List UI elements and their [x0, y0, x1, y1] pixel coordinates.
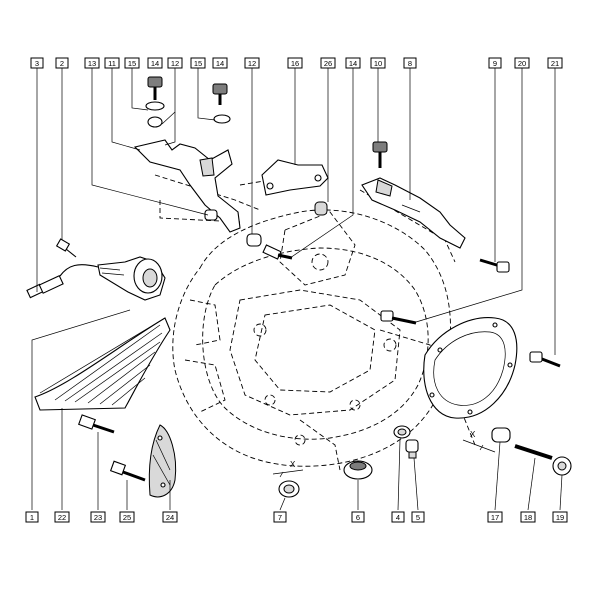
svg-text:14: 14 [349, 59, 357, 68]
svg-text:19: 19 [556, 513, 564, 522]
label-11: 11 [104, 57, 120, 69]
dimension-x-right: X [462, 430, 496, 453]
svg-text:14: 14 [151, 59, 159, 68]
part-23-bolt [78, 414, 115, 434]
svg-text:9: 9 [493, 59, 497, 68]
label-20: 20 [514, 57, 530, 69]
svg-text:14: 14 [216, 59, 224, 68]
svg-text:2: 2 [60, 59, 64, 68]
part-20-bolt [380, 310, 417, 325]
svg-text:3: 3 [35, 59, 39, 68]
leader-lines [31, 68, 563, 511]
svg-text:15: 15 [194, 59, 202, 68]
part-14-bolt-middle [212, 83, 231, 124]
part-19-nut [552, 456, 572, 476]
part-16-bracket [261, 159, 329, 196]
part-7-bush [278, 480, 300, 498]
label-13: 13 [84, 57, 100, 69]
svg-text:22: 22 [58, 513, 66, 522]
label-15a: 15 [124, 57, 140, 69]
x-mark-2: X [470, 430, 476, 439]
label-25: 25 [119, 511, 135, 523]
svg-text:13: 13 [88, 59, 96, 68]
x-mark-1: X [290, 460, 296, 469]
label-8: 8 [403, 57, 417, 69]
cover-plate-gasket [423, 317, 518, 419]
label-23: 23 [90, 511, 106, 523]
part-25-bolt [109, 460, 146, 482]
label-14a: 14 [147, 57, 163, 69]
label-26: 26 [320, 57, 336, 69]
label-21: 21 [547, 57, 563, 69]
label-2: 2 [55, 57, 69, 69]
label-7: 7 [273, 511, 287, 523]
part-6-bush [343, 460, 373, 480]
svg-text:4: 4 [396, 513, 400, 522]
svg-text:16: 16 [291, 59, 299, 68]
part-21-bolt [529, 351, 561, 368]
svg-text:17: 17 [491, 513, 499, 522]
svg-text:26: 26 [324, 59, 332, 68]
svg-text:11: 11 [108, 59, 116, 68]
svg-text:1: 1 [30, 513, 34, 522]
svg-text:24: 24 [166, 513, 174, 522]
part-9-bolt [479, 258, 510, 273]
part-10-bolt [372, 141, 388, 168]
label-10: 10 [370, 57, 386, 69]
svg-text:15: 15 [128, 59, 136, 68]
part-2-bolt [55, 238, 77, 258]
svg-text:5: 5 [416, 513, 420, 522]
part-26-bush [314, 201, 328, 216]
label-1: 1 [25, 511, 39, 523]
svg-text:8: 8 [408, 59, 412, 68]
label-12b: 12 [244, 57, 260, 69]
part-4-washer [393, 425, 411, 439]
top-label-row: 3 2 13 11 15 14 12 15 14 12 16 26 14 10 … [30, 57, 563, 69]
part-17-bush [491, 427, 511, 443]
label-15b: 15 [190, 57, 206, 69]
bottom-label-row: 1 22 23 25 24 7 6 4 5 17 18 19 [25, 511, 568, 523]
label-18: 18 [520, 511, 536, 523]
svg-text:20: 20 [518, 59, 526, 68]
label-9: 9 [488, 57, 502, 69]
svg-text:7: 7 [278, 513, 282, 522]
svg-text:25: 25 [123, 513, 131, 522]
label-24: 24 [162, 511, 178, 523]
part-3-hose-fitting [26, 264, 99, 299]
part-14-bolt-left [145, 76, 165, 128]
svg-text:18: 18 [524, 513, 532, 522]
part-13-bracket [133, 139, 241, 233]
svg-text:12: 12 [171, 59, 179, 68]
part-12-spacer [246, 233, 293, 260]
part-24-side-plate [148, 424, 177, 498]
part-18-bolt [514, 444, 553, 460]
label-12a: 12 [167, 57, 183, 69]
dimension-x-left: X [272, 460, 304, 478]
svg-text:10: 10 [374, 59, 382, 68]
label-14c: 14 [345, 57, 361, 69]
label-19: 19 [552, 511, 568, 523]
label-14b: 14 [212, 57, 228, 69]
part-22-cover-plate [34, 317, 171, 411]
label-22: 22 [54, 511, 70, 523]
part-5-plug [405, 439, 419, 459]
svg-text:21: 21 [551, 59, 559, 68]
svg-text:23: 23 [94, 513, 102, 522]
label-4: 4 [391, 511, 405, 523]
label-6: 6 [351, 511, 365, 523]
part-8-lever [361, 177, 466, 249]
label-17: 17 [487, 511, 503, 523]
svg-text:6: 6 [356, 513, 360, 522]
label-16: 16 [287, 57, 303, 69]
label-5: 5 [411, 511, 425, 523]
release-bearing-assembly [97, 256, 166, 301]
svg-text:12: 12 [248, 59, 256, 68]
label-3: 3 [30, 57, 44, 69]
